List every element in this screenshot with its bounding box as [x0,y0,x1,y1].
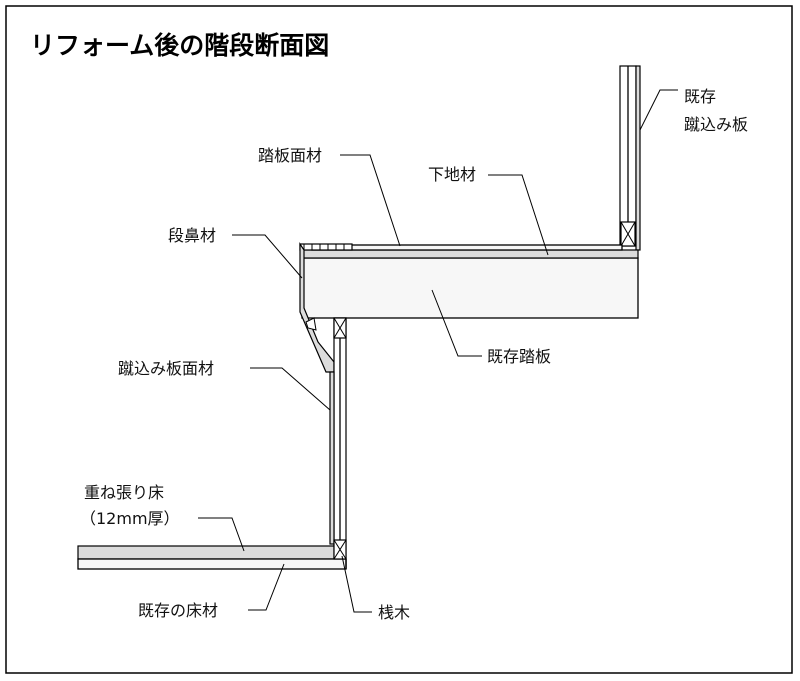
label-overlay-floor-line1: 重ね張り床 [84,483,164,502]
label-nosing: 段鼻材 [168,226,216,245]
diagram-frame [5,5,793,674]
label-existing-riser-line1: 既存 [684,87,716,106]
label-cleat: 桟木 [378,603,410,622]
diagram-title: リフォーム後の階段断面図 [30,31,329,60]
label-tread-face: 踏板面材 [258,146,322,165]
tread-face [311,244,623,251]
tread-cleat [333,317,347,339]
label-riser-face: 蹴込み板面材 [118,359,214,378]
label-overlay-floor-line2: （12mm厚） [80,509,180,528]
upper-cleat [620,221,636,247]
label-base-material: 下地材 [428,165,476,184]
label-existing-floor: 既存の床材 [138,601,218,620]
overlay-floor [77,545,335,560]
base-material [301,249,639,259]
existing-tread [301,257,639,319]
lower-riser-post [333,317,347,569]
label-existing-tread: 既存踏板 [487,347,551,366]
nosing-profile [299,242,353,373]
existing-floor [77,558,347,570]
floor-cleat [333,539,347,560]
riser-face [329,371,335,545]
label-existing-riser-line2: 蹴込み板 [684,115,748,134]
leader-lines [198,89,678,613]
